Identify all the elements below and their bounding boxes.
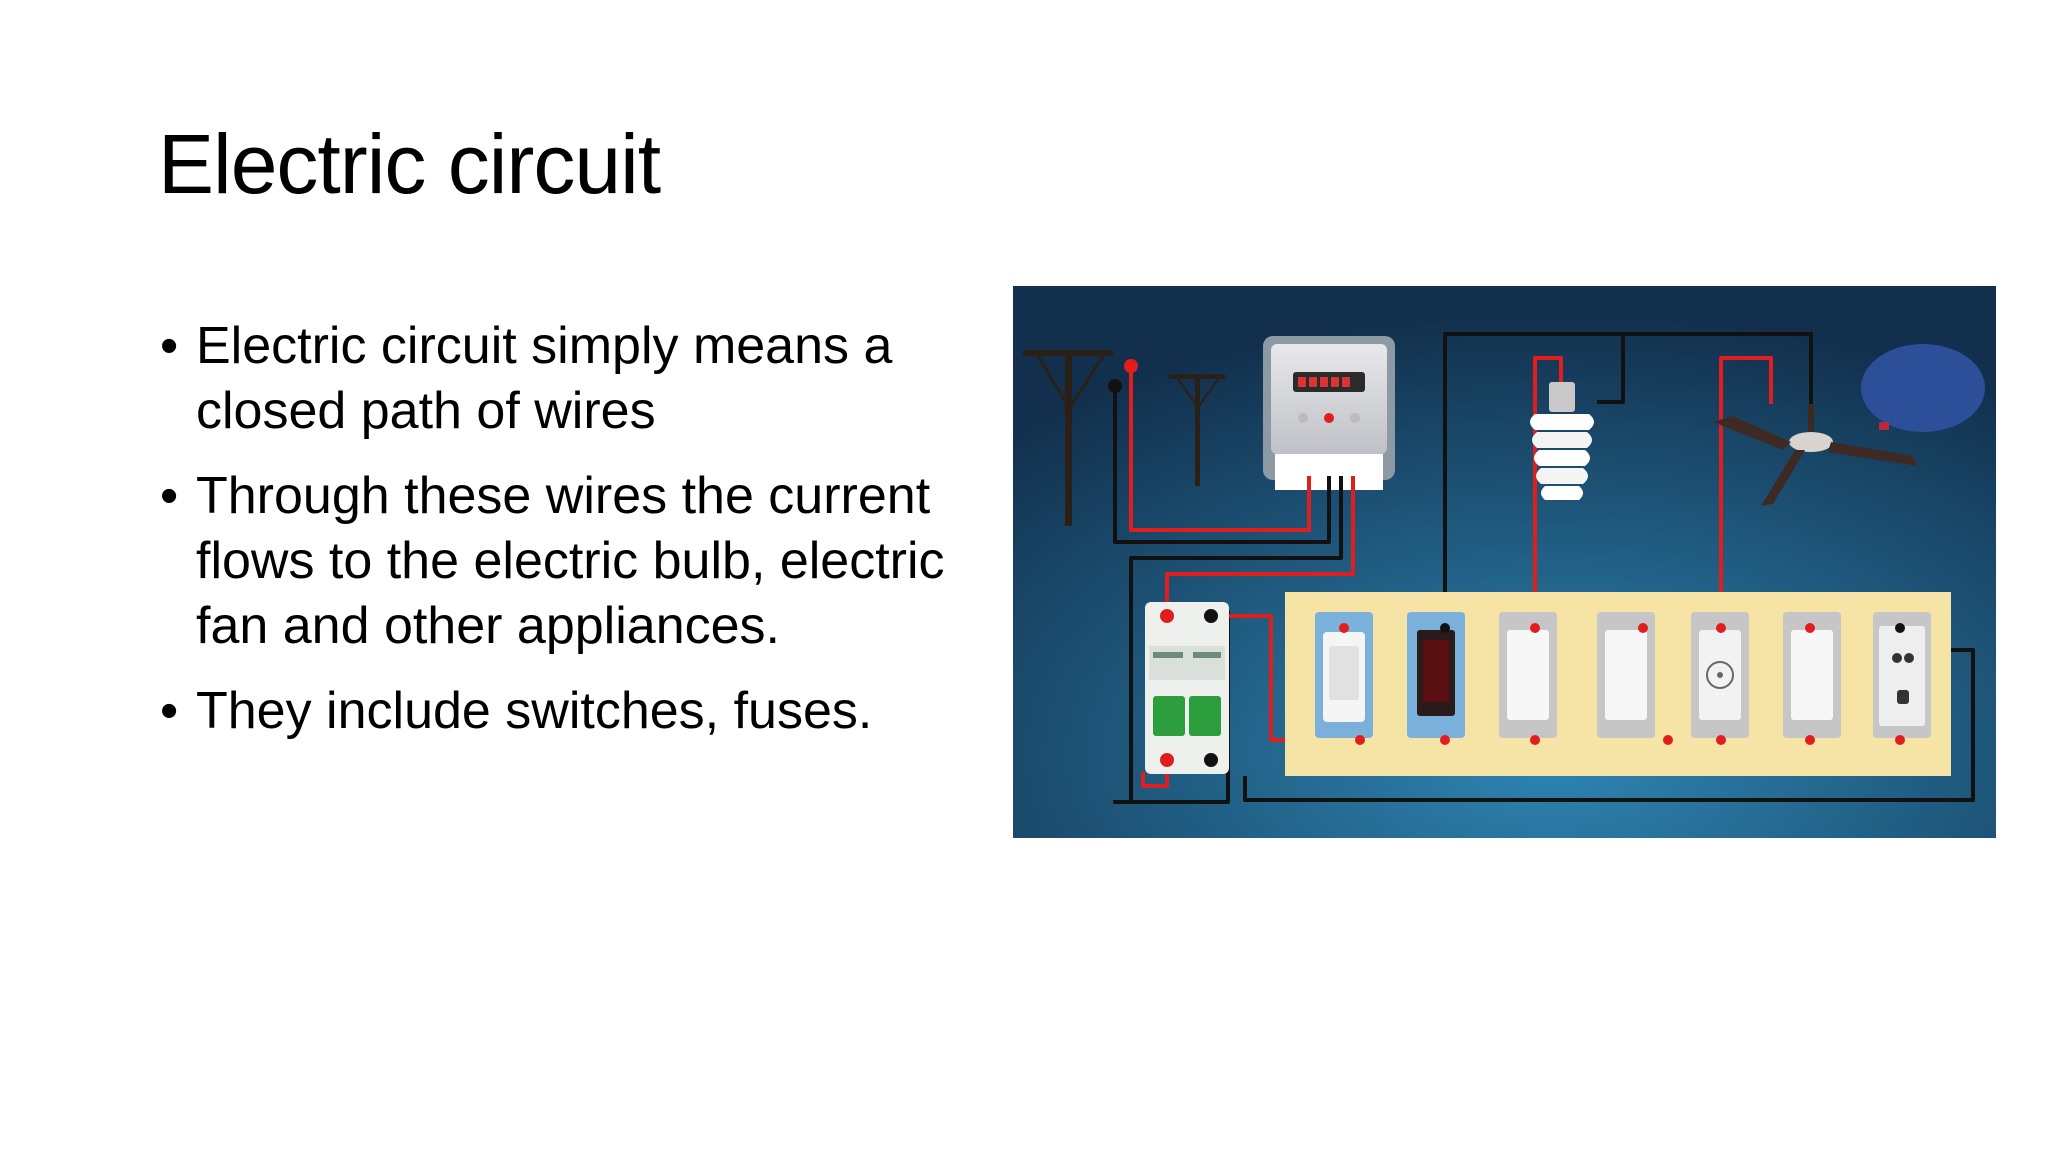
circuit-breaker-icon xyxy=(1145,602,1229,774)
energy-meter-icon xyxy=(1263,336,1395,490)
switch-board xyxy=(1285,592,1951,776)
utility-pole-icon xyxy=(1023,350,1225,526)
bullet-item: • Through these wires the current flows … xyxy=(158,464,998,659)
bullet-item: • Electric circuit simply means a closed… xyxy=(158,314,998,444)
cfl-bulb-icon xyxy=(1530,382,1594,500)
switch-icon xyxy=(1783,612,1841,738)
slide-title: Electric circuit xyxy=(158,117,661,211)
switch-icon xyxy=(1315,612,1373,738)
connection-dots xyxy=(1108,359,1138,393)
bullet-list: • Electric circuit simply means a closed… xyxy=(158,314,998,764)
fan-switch-icon xyxy=(1691,612,1749,738)
switch-icon xyxy=(1597,612,1655,738)
bullet-marker: • xyxy=(160,467,179,525)
bullet-marker: • xyxy=(160,682,179,740)
bullet-text: Electric circuit simply means a closed p… xyxy=(196,317,893,440)
bullet-text: Through these wires the current flows to… xyxy=(196,467,945,655)
blue-blob-shape xyxy=(1861,344,1985,432)
bullet-item: • They include switches, fuses. xyxy=(158,679,998,744)
bullet-marker: • xyxy=(160,317,179,375)
power-socket-icon xyxy=(1873,612,1931,738)
ceiling-fan-icon xyxy=(1713,404,1918,506)
bullet-text: They include switches, fuses. xyxy=(196,682,873,740)
switch-icon xyxy=(1499,612,1557,738)
switch-icon xyxy=(1407,612,1465,738)
circuit-diagram-image xyxy=(1013,286,1996,838)
